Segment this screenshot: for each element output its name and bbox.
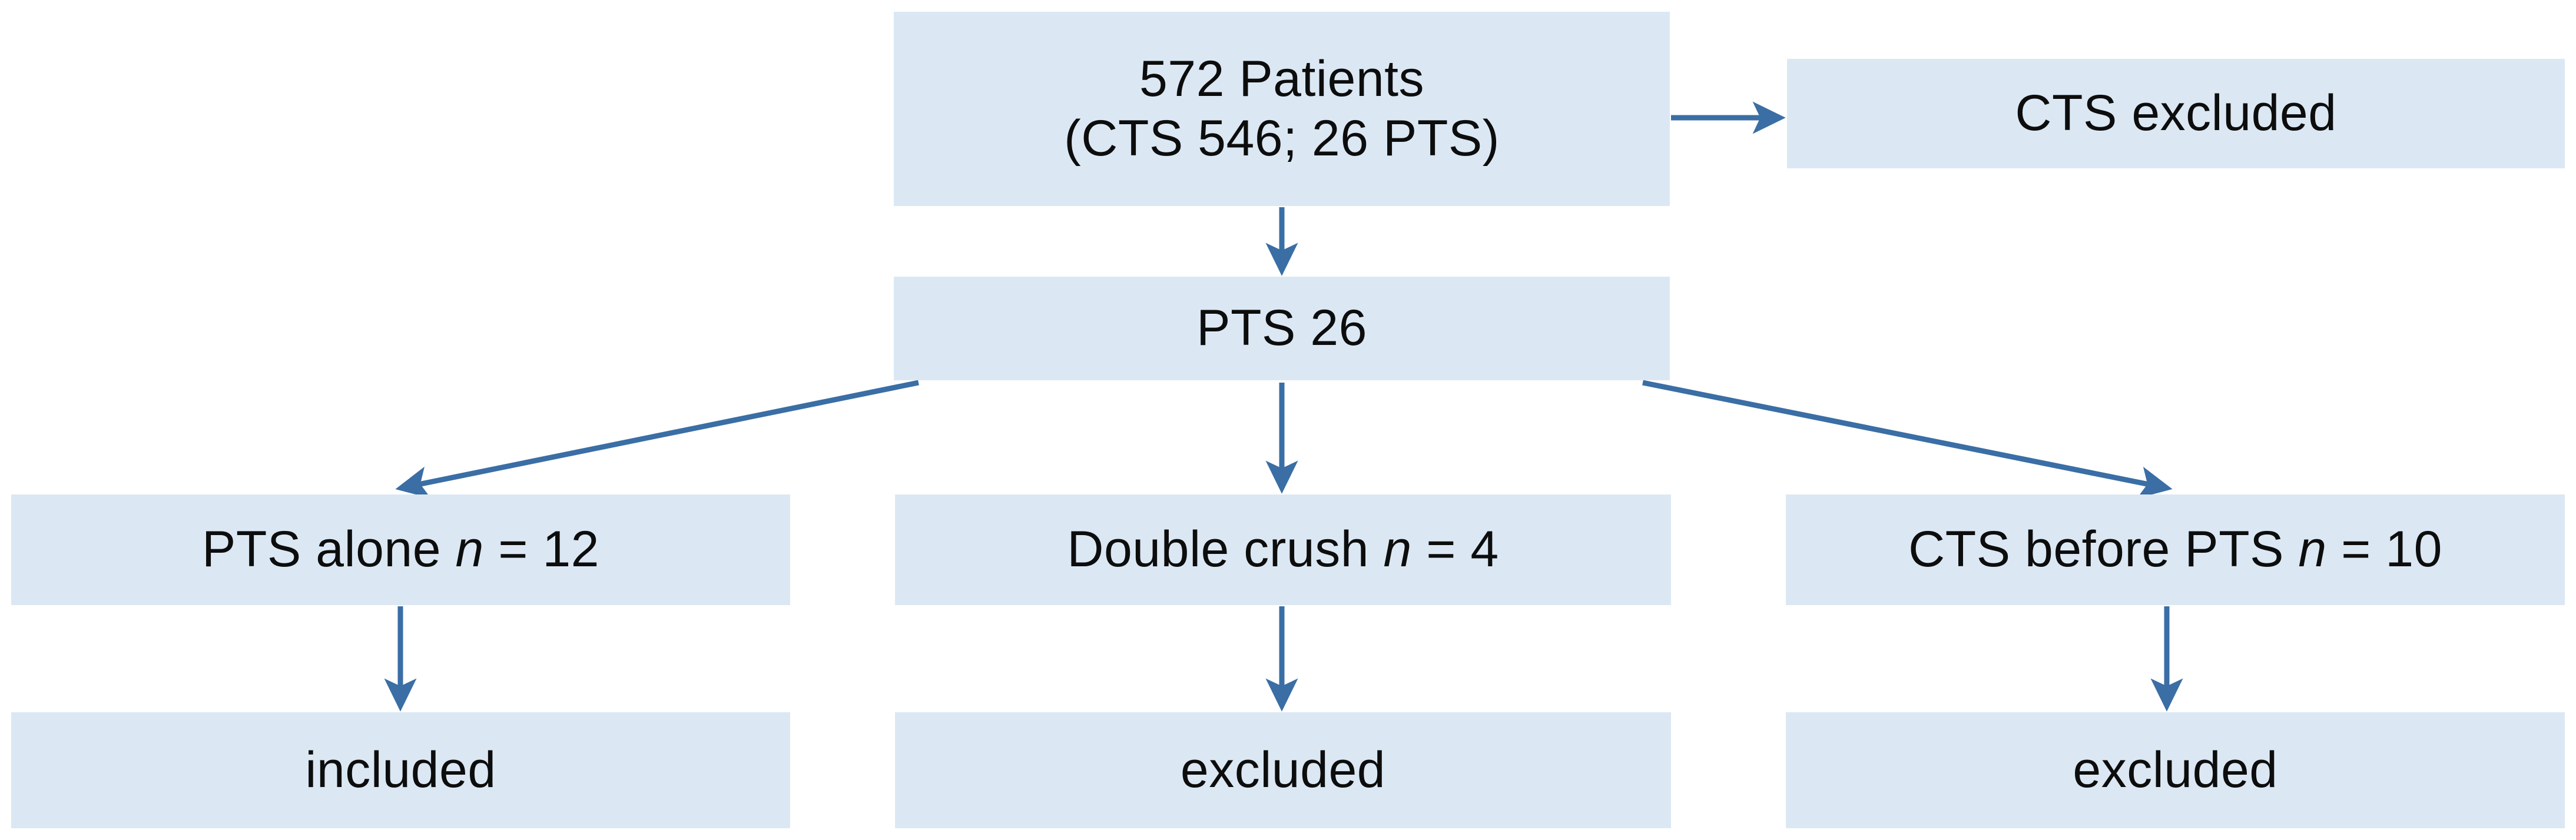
edge-pts26-to-pts-alone — [395, 380, 919, 499]
node-cts-excluded: CTS excluded — [1787, 59, 2565, 168]
node-double-crush-variable: n — [1383, 521, 1412, 578]
node-double-crush: Double crush n = 4 — [895, 494, 1671, 605]
node-excluded-right: excluded — [1786, 712, 2565, 828]
edge-pts26-to-cts-before-pts — [1642, 380, 2173, 499]
node-excluded-middle-label: excluded — [1180, 741, 1386, 798]
node-excluded-middle: excluded — [895, 712, 1671, 828]
node-total-patients: 572 Patients (CTS 546; 26 PTS) — [894, 12, 1670, 206]
node-total-patients-line1: 572 Patients — [1139, 50, 1425, 107]
node-pts-alone-label: PTS alone n = 12 — [22, 520, 780, 579]
node-included: included — [11, 712, 790, 828]
node-excluded-right-label: excluded — [2073, 741, 2278, 798]
node-pts-alone-prefix: PTS alone — [202, 521, 456, 578]
node-cts-excluded-label: CTS excluded — [2015, 85, 2337, 142]
node-included-label: included — [305, 741, 496, 798]
node-double-crush-prefix: Double crush — [1067, 521, 1384, 578]
node-pts26-label: PTS 26 — [1196, 300, 1367, 357]
node-cts-before-pts-prefix: CTS before PTS — [1908, 521, 2299, 578]
node-cts-before-pts-suffix: = 10 — [2326, 521, 2442, 578]
node-total-patients-line2: (CTS 546; 26 PTS) — [1064, 110, 1500, 167]
node-pts26: PTS 26 — [894, 277, 1670, 380]
node-pts-alone-variable: n — [455, 521, 484, 578]
node-double-crush-label: Double crush n = 4 — [906, 520, 1660, 579]
node-cts-before-pts: CTS before PTS n = 10 — [1786, 494, 2565, 605]
node-pts-alone-suffix: = 12 — [483, 521, 599, 578]
node-cts-before-pts-variable: n — [2298, 521, 2327, 578]
node-double-crush-suffix: = 4 — [1411, 521, 1499, 578]
node-pts-alone: PTS alone n = 12 — [11, 494, 790, 605]
node-cts-before-pts-label: CTS before PTS n = 10 — [1796, 520, 2554, 579]
